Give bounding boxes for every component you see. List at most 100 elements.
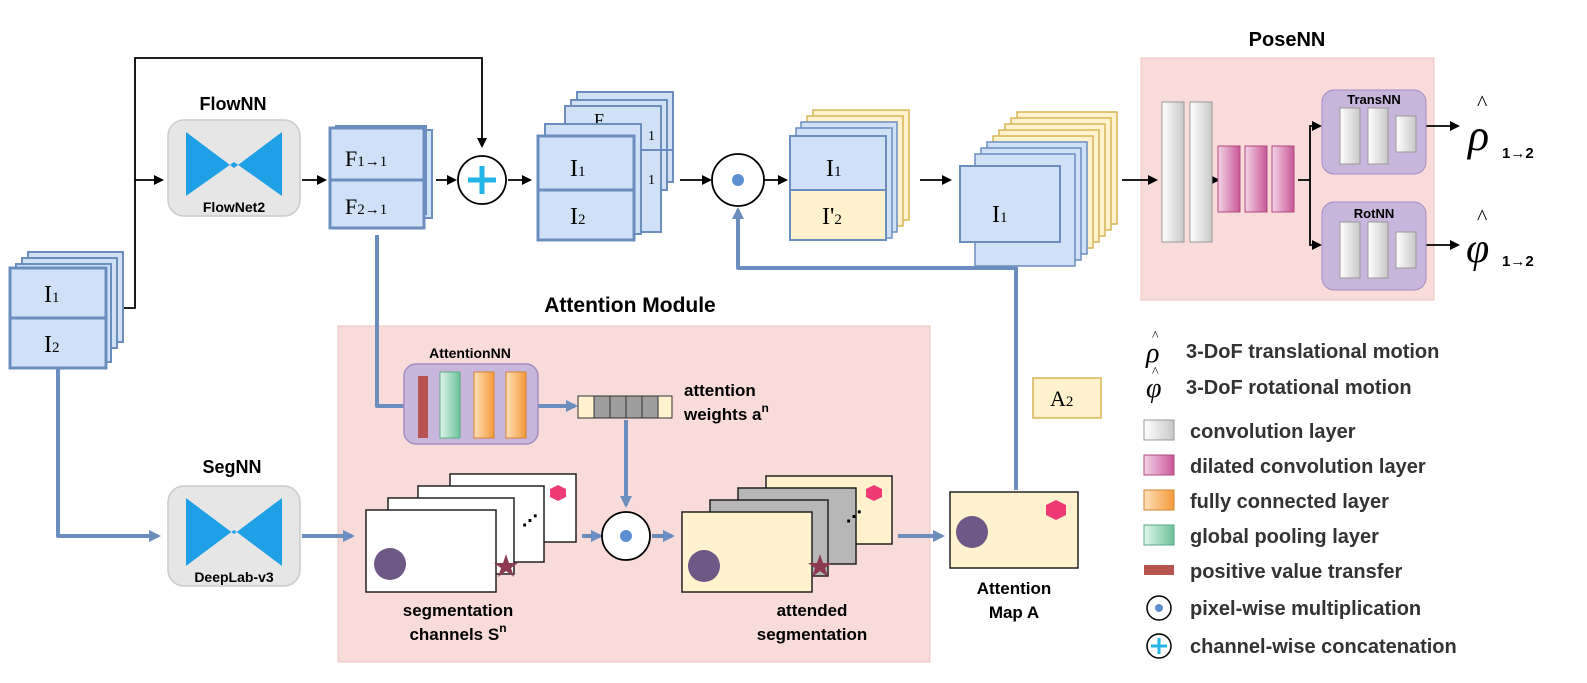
attention-map-label-1: Attention: [977, 579, 1052, 598]
rho-symbol: ρ: [1466, 111, 1489, 160]
input-frame-stack: I1 I2: [8, 251, 124, 370]
translation-output: ^ ρ 1→2: [1466, 90, 1534, 162]
warped-image-stack: I1 I'2: [789, 109, 910, 241]
convolution-layer-icon: [1143, 419, 1175, 441]
pixel-wise-multiplication-icon: [711, 153, 765, 207]
conv-layer: [1395, 231, 1417, 269]
conv-layer: [1395, 115, 1417, 153]
legend-label-6: positive value transfer: [1190, 561, 1403, 583]
legend-label-2: convolution layer: [1190, 421, 1356, 443]
flownn-title: FlowNN: [200, 94, 267, 114]
channel-wise-concatenation-icon: [1146, 633, 1172, 659]
rotation-output: ^ φ 1→2: [1466, 204, 1534, 272]
svg-text:^: ^: [1152, 365, 1159, 380]
global-pooling-icon: [1143, 524, 1175, 546]
stack3-i1-label: I1: [826, 156, 842, 182]
rotnn-label: RotNN: [1354, 206, 1394, 221]
legend-label-0: 3-DoF translational motion: [1186, 341, 1439, 363]
ellipsis-dots: ⋰: [846, 509, 862, 526]
segmentation-channels-label-2: channels Sn: [409, 621, 506, 644]
attention-multiplication-icon: [601, 511, 651, 561]
legend-label-5: global pooling layer: [1190, 526, 1379, 548]
circle-shape: [956, 516, 988, 548]
optical-flow-stack: F1→1 F2→1: [328, 125, 433, 230]
fully-connected-bar: [473, 371, 495, 439]
input-i2-label: I2: [44, 332, 60, 358]
circle-shape: [374, 548, 406, 580]
stack2-back-label: F: [594, 110, 604, 130]
input-i1-label: I1: [44, 282, 60, 308]
hexagon-shape: [550, 485, 566, 501]
transnn-label: TransNN: [1347, 92, 1400, 107]
hexagon-shape: [866, 485, 882, 501]
conv-layer: [1339, 221, 1361, 279]
positive-value-transfer-bar: [418, 376, 428, 438]
conv-layer: [1339, 107, 1361, 165]
flow-f11-label: F1→1: [345, 146, 387, 171]
phi-subscript: 1→2: [1502, 253, 1534, 270]
segnn-block: SegNN DeepLab-v3: [167, 457, 301, 587]
conv-layer: [1367, 221, 1389, 279]
multi-frame-stack: I1: [959, 111, 1118, 267]
flownn-block: FlowNN FlowNet2: [167, 94, 301, 217]
a2-label: A2: [1050, 386, 1073, 411]
attention-weights-label-1: attention: [684, 381, 756, 400]
dilated-conv-layer: [1244, 145, 1268, 213]
blue-connectors: [56, 207, 1018, 542]
hexagon-shape: [1046, 500, 1066, 520]
deeplab-bowtie-icon: [186, 498, 282, 566]
flownet2-label: FlowNet2: [203, 199, 265, 215]
channel-wise-concatenation-icon: [457, 155, 507, 205]
attention-map: Attention Map A: [949, 491, 1079, 622]
attention-weights-vector: attention weights an: [577, 381, 769, 424]
positive-value-transfer-icon: [1144, 565, 1174, 575]
stack2-i1-label: I1: [570, 156, 586, 182]
concatenated-stack: F 1 1 I1 I2: [536, 91, 674, 242]
attended-segmentation-label-2: segmentation: [757, 625, 868, 644]
circle-shape: [688, 550, 720, 582]
svg-text:^: ^: [1152, 329, 1159, 344]
global-pooling-bar: [439, 371, 461, 439]
legend-label-4: fully connected layer: [1190, 491, 1389, 513]
flow-f21-label: F2→1: [345, 194, 387, 219]
attended-segmentation-stack: ⋰ attended segmentation: [681, 475, 893, 644]
svg-text:1: 1: [648, 173, 655, 188]
svg-text:ρ: ρ: [1145, 338, 1159, 369]
dilated-conv-layer: [1271, 145, 1295, 213]
flownet-bowtie-icon: [186, 132, 282, 196]
star-shape: [808, 554, 832, 577]
segmentation-channels-label-1: segmentation: [403, 601, 514, 620]
rho-hat-mark: ^: [1477, 90, 1488, 115]
legend: ^ ρ ^ φ 3-DoF translational motion 3-DoF…: [1143, 329, 1457, 659]
stack2-i2-label: I2: [570, 204, 586, 230]
legend-label-3: dilated convolution layer: [1190, 456, 1426, 478]
star-shape: [494, 554, 518, 577]
dilated-conv-layer: [1217, 145, 1241, 213]
segmentation-channels-stack: ⋰ segmentation channels Sn: [365, 473, 577, 644]
phi-symbol: φ: [1466, 226, 1489, 272]
attentionnn-label: AttentionNN: [429, 345, 511, 361]
attention-module-title: Attention Module: [544, 294, 715, 317]
svg-text:1: 1: [648, 129, 655, 144]
fully-connected-icon: [1143, 489, 1175, 511]
deeplab-label: DeepLab-v3: [194, 569, 274, 585]
attentionnn-block: AttentionNN: [403, 345, 539, 445]
svg-text:φ: φ: [1146, 373, 1162, 404]
phi-hat-mark: ^: [1477, 204, 1488, 229]
legend-label-1: 3-DoF rotational motion: [1186, 377, 1412, 399]
black-connectors: [120, 57, 1460, 309]
attended-segmentation-label-1: attended: [777, 601, 848, 620]
posenn-block: PoseNN TransNN RotNN: [1161, 29, 1427, 291]
attention-weights-label-2: weights an: [683, 401, 769, 424]
stack3-i2-label: I'2: [822, 204, 842, 230]
segnn-title: SegNN: [202, 457, 261, 477]
pixel-wise-multiplication-icon: [1146, 595, 1172, 621]
conv-layer: [1189, 101, 1213, 243]
legend-label-7: pixel-wise multiplication: [1190, 598, 1421, 620]
rho-subscript: 1→2: [1502, 145, 1534, 162]
conv-layer: [1161, 101, 1185, 243]
stack4-i1-label: I1: [992, 202, 1008, 228]
ellipsis-dots: ⋰: [522, 513, 538, 530]
fully-connected-bar: [505, 371, 527, 439]
